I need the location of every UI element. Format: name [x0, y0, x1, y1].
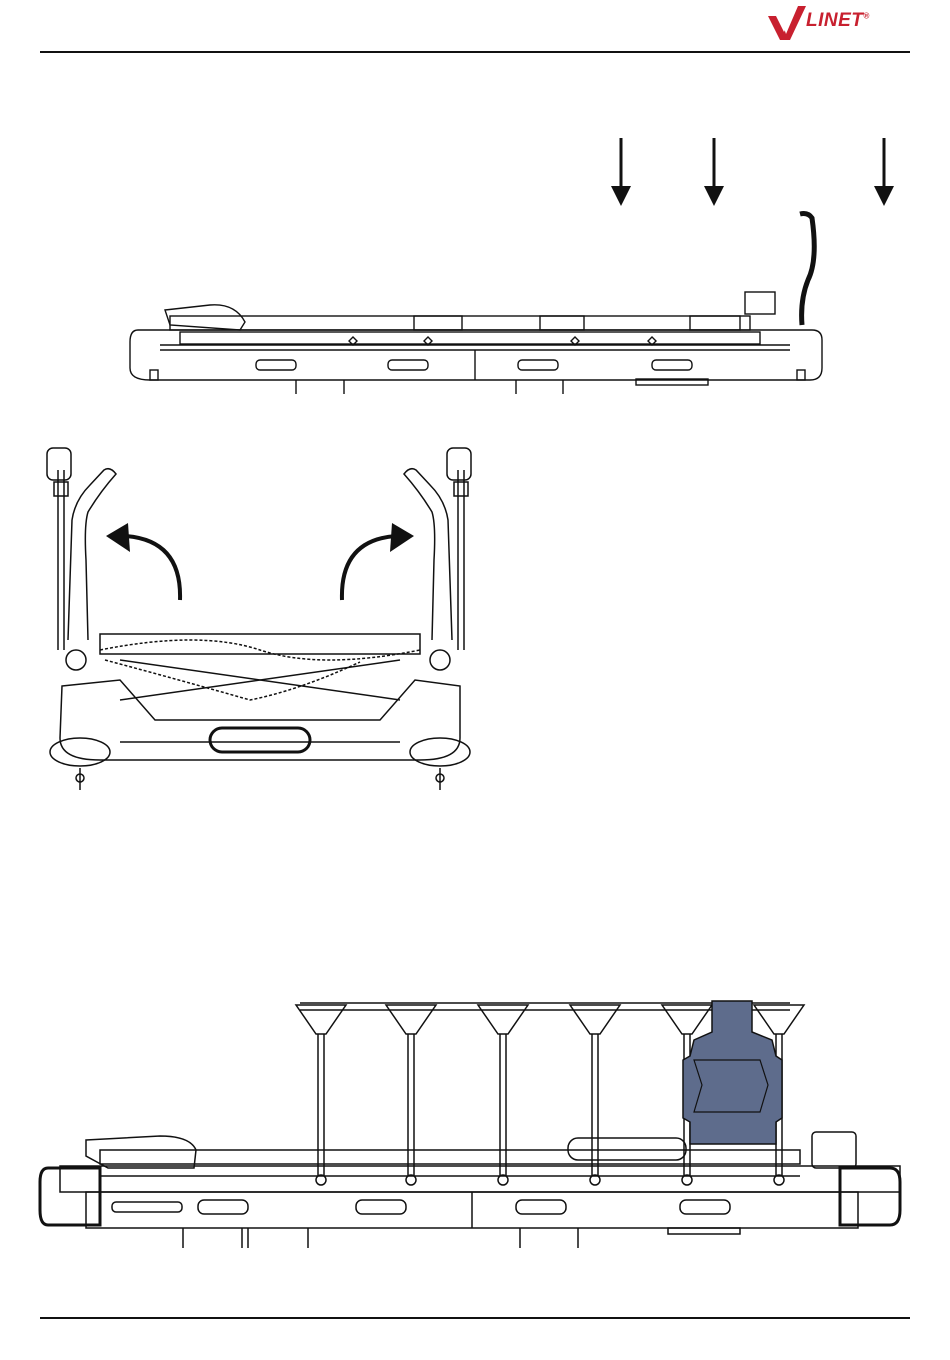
headrest-pad	[683, 1001, 782, 1144]
figure-side-view-bottom	[0, 0, 950, 1260]
footer-rule	[40, 1317, 910, 1319]
